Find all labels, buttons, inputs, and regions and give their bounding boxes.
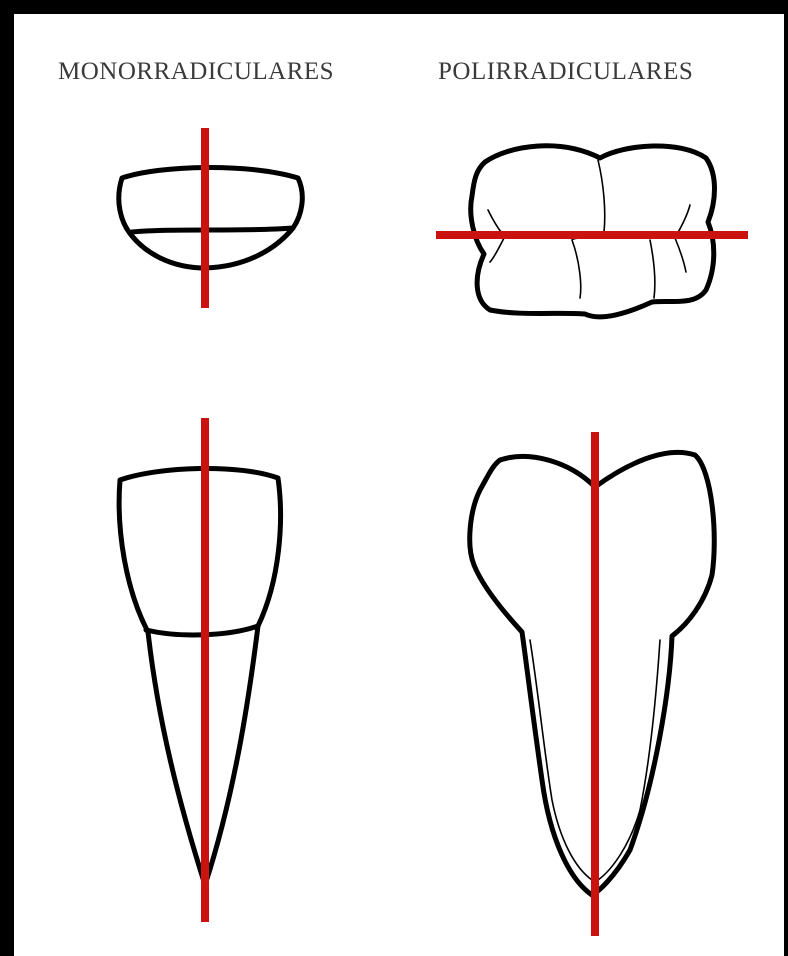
multi-root-tooth-occlusal-view (436, 146, 748, 317)
single-root-tooth-occlusal-view (119, 128, 303, 308)
multi-root-occlusal-groove-inner (650, 240, 655, 298)
single-root-occlusal-ridge (132, 228, 293, 232)
single-root-tooth-side-view (119, 418, 280, 922)
multi-root-occlusal-groove-center (572, 160, 605, 298)
single-root-side-outline (119, 468, 280, 885)
single-root-occlusal-outline (119, 167, 303, 268)
multi-root-side-root-line-right (598, 640, 660, 880)
multi-root-tooth-side-view (470, 432, 715, 936)
